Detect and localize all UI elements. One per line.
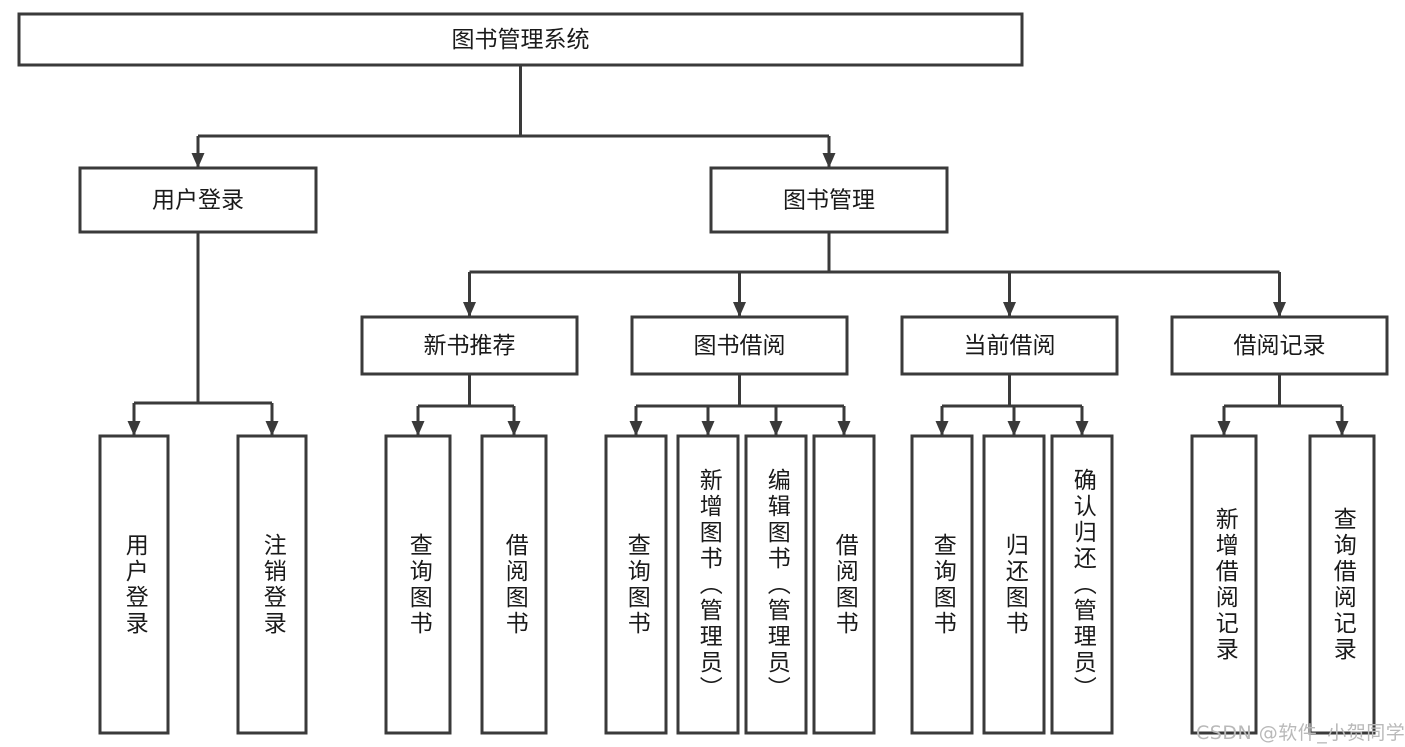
node-box (360, 315, 579, 376)
arrow-head-icon (769, 421, 783, 436)
node-box (676, 434, 740, 735)
node-box (1050, 434, 1114, 735)
arrow-head-icon (1075, 421, 1089, 436)
node-leaf-add-book[interactable] (676, 434, 740, 735)
node-leaf-q-book-2[interactable] (604, 434, 668, 735)
arrow-head-icon (1335, 421, 1349, 436)
node-book-borrow[interactable]: 图书借阅 (630, 315, 849, 376)
node-book-manage[interactable]: 图书管理 (709, 166, 949, 234)
arrow-head-icon (507, 421, 521, 436)
node-leaf-edit-book[interactable] (744, 434, 808, 735)
arrow-head-icon (629, 421, 643, 436)
node-leaf-return-book[interactable] (982, 434, 1046, 735)
node-box (604, 434, 668, 735)
node-leaf-user-logout[interactable] (236, 434, 308, 735)
node-leaf-q-book-3[interactable] (910, 434, 974, 735)
node-leaf-query-record[interactable] (1308, 434, 1376, 735)
arrow-head-icon (265, 421, 279, 436)
node-box (910, 434, 974, 735)
node-new-book-rec[interactable]: 新书推荐 (360, 315, 579, 376)
node-label: 图书管理系统 (452, 27, 590, 53)
arrow-head-icon (1273, 302, 1286, 317)
node-root[interactable]: 图书管理系统 (17, 12, 1024, 67)
node-box (1170, 315, 1389, 376)
node-leaf-borrow-book-2[interactable] (812, 434, 876, 735)
node-box (900, 315, 1119, 376)
arrow-head-icon (191, 153, 205, 168)
arrow-head-icon (1217, 421, 1231, 436)
node-label: 当前借阅 (964, 333, 1056, 359)
node-box (17, 12, 1024, 67)
node-box (1190, 434, 1258, 735)
node-box (384, 434, 452, 735)
node-user-login[interactable]: 用户登录 (78, 166, 318, 234)
node-box (812, 434, 876, 735)
node-box (709, 166, 949, 234)
arrow-head-icon (822, 153, 836, 168)
node-label: 图书管理 (783, 188, 875, 214)
arrow-head-icon (701, 421, 715, 436)
node-leaf-confirm-return[interactable] (1050, 434, 1114, 735)
node-box (98, 434, 170, 735)
node-leaf-add-record[interactable] (1190, 434, 1258, 735)
arrow-head-icon (935, 421, 949, 436)
node-label: 新书推荐 (424, 333, 516, 359)
node-leaf-borrow-book-1[interactable] (480, 434, 548, 735)
arrow-head-icon (411, 421, 425, 436)
node-box (630, 315, 849, 376)
arrow-head-icon (463, 302, 476, 317)
node-leaf-user-login[interactable] (98, 434, 170, 735)
node-label: 借阅记录 (1234, 333, 1326, 359)
arrow-head-icon (837, 421, 851, 436)
node-box (480, 434, 548, 735)
node-box (78, 166, 318, 234)
node-borrow-record[interactable]: 借阅记录 (1170, 315, 1389, 376)
node-label: 图书借阅 (694, 333, 786, 359)
arrow-head-icon (1007, 421, 1021, 436)
node-box (1308, 434, 1376, 735)
node-box (236, 434, 308, 735)
arrow-head-icon (1003, 302, 1016, 317)
node-box (982, 434, 1046, 735)
watermark-text: CSDN @软件_小贺同学 (1196, 722, 1405, 744)
arrow-head-icon (127, 421, 141, 436)
node-box (744, 434, 808, 735)
node-current-borrow[interactable]: 当前借阅 (900, 315, 1119, 376)
arrow-head-icon (733, 302, 746, 317)
node-leaf-q-book-1[interactable] (384, 434, 452, 735)
node-label: 用户登录 (152, 188, 244, 214)
